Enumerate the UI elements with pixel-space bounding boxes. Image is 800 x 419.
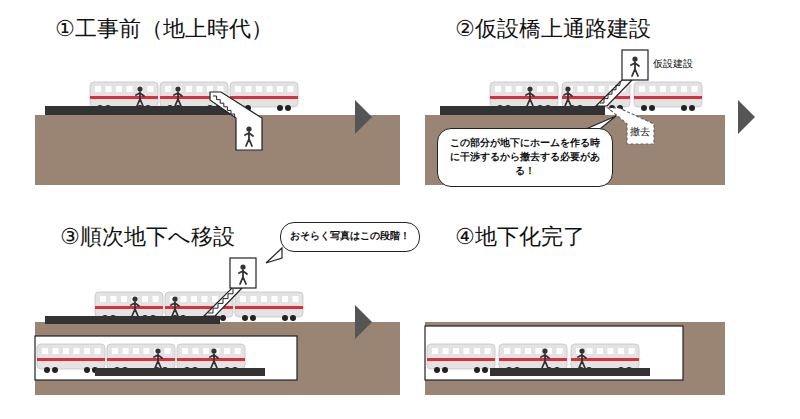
stair-box: [230, 258, 256, 288]
platform: [440, 106, 605, 115]
person-icon: [131, 296, 139, 316]
panel-title: ③順次地下へ移設: [60, 224, 235, 250]
panel-complete: [425, 322, 725, 395]
stair-steps: [600, 81, 620, 103]
person-icon: [631, 56, 639, 76]
person-icon: [541, 348, 549, 368]
panel-moving: [35, 248, 400, 395]
train-car: [235, 292, 303, 321]
panel-title: ④地下化完了: [455, 224, 585, 250]
person-icon: [578, 348, 586, 368]
platform: [490, 368, 650, 376]
train-car: [634, 82, 702, 111]
person-icon: [136, 86, 144, 106]
platform: [95, 368, 265, 376]
bubble-text: この部分が地下にホームを作る時に干渉するから撤去する必要がある！: [446, 136, 604, 177]
removed-stair: [608, 108, 654, 144]
train-car: [37, 344, 105, 373]
bubble-tail: [266, 248, 282, 263]
train-car: [427, 344, 495, 373]
removed-label: 撤去: [630, 126, 650, 138]
stair-up: [596, 80, 632, 106]
person-icon: [564, 86, 572, 106]
stair-down: [210, 92, 262, 150]
step-arrow: [355, 305, 372, 339]
stair-box: [622, 50, 648, 80]
step-arrows: [355, 100, 755, 339]
bubble-text: おそらく写真はこの段階！: [288, 229, 412, 244]
stair-steps: [213, 96, 235, 118]
person-icon: [154, 348, 162, 368]
person-icon: [239, 264, 247, 284]
step-arrow: [738, 100, 755, 134]
ground: [425, 322, 725, 395]
person-icon: [174, 86, 182, 106]
person-icon: [245, 126, 253, 146]
ground: [35, 322, 400, 395]
ground: [35, 115, 400, 185]
panel-title: ②仮設橋上通路建設: [455, 16, 651, 42]
panel-title: ①工事前（地上時代）: [55, 16, 273, 42]
speech-bubble: おそらく写真はこの段階！: [280, 222, 420, 252]
platform: [45, 106, 235, 115]
person-icon: [210, 348, 218, 368]
underground-box: [425, 326, 683, 380]
platform: [45, 316, 220, 324]
person-icon: [171, 296, 179, 316]
underground-box: [35, 336, 297, 380]
panel-before: [35, 82, 400, 185]
step-arrow: [355, 100, 372, 134]
note-label: 仮設建設: [653, 58, 693, 70]
speech-bubble: この部分が地下にホームを作る時に干渉するから撤去する必要がある！: [437, 128, 613, 187]
stair-up: [204, 288, 242, 316]
person-icon: [526, 86, 534, 106]
stair-steps: [208, 289, 233, 313]
